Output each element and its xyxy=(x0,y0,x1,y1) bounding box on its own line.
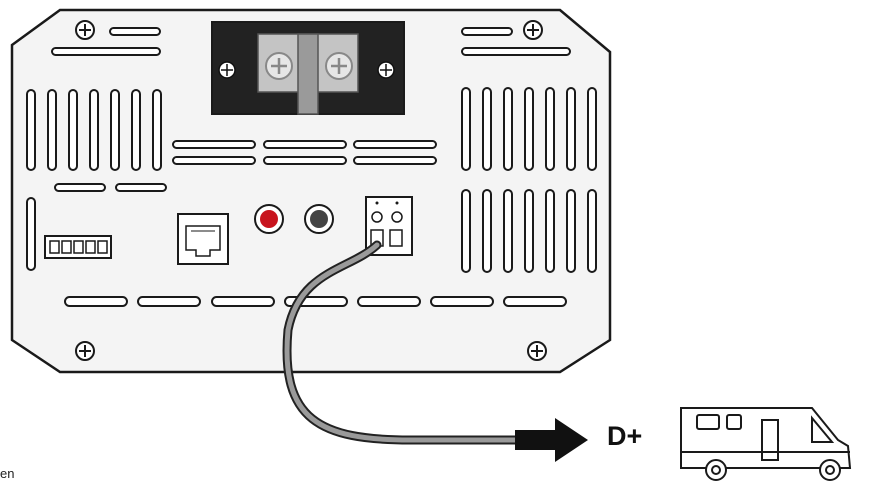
dip-switch-icon xyxy=(44,235,112,259)
screw-icon-top-right xyxy=(523,20,543,40)
screw-icon-bottom-right xyxy=(527,341,547,361)
left-vents xyxy=(26,89,162,171)
bottom-slots xyxy=(64,296,567,307)
arrow-right-icon xyxy=(515,418,588,462)
terminal-block-icon xyxy=(211,21,405,115)
right-vents-upper xyxy=(461,87,597,171)
right-vents-lower xyxy=(461,189,597,273)
screw-icon-top-left xyxy=(75,20,95,40)
rj45-port-icon xyxy=(177,213,229,265)
screw-icon-bottom-left xyxy=(75,341,95,361)
corner-text-fragment: en xyxy=(0,466,15,481)
d-plus-label: D+ xyxy=(607,421,643,451)
top-slots xyxy=(51,27,571,56)
left-side-slot xyxy=(26,197,36,271)
center-slots xyxy=(54,140,437,192)
cable xyxy=(282,240,520,445)
red-socket xyxy=(254,204,284,234)
motorhome-icon xyxy=(680,407,852,481)
grey-socket xyxy=(304,204,334,234)
